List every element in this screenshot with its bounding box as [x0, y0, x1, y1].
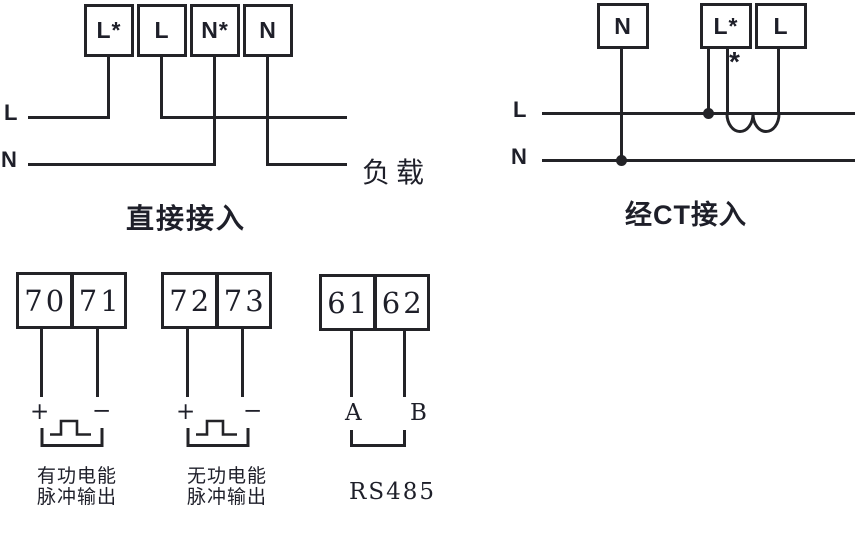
plus-label: + [30, 399, 50, 425]
wire-lstar-drop [707, 49, 710, 114]
pulse-waveform-icon [40, 419, 104, 447]
wire-n-supply [28, 163, 216, 166]
live-line-label: L [513, 97, 527, 122]
plus-label: + [176, 399, 196, 425]
ct-polarity-mark: * [729, 46, 740, 77]
terminal-box-l: L [755, 3, 807, 49]
line-a-label: A [345, 400, 362, 426]
terminal-box-n: N [243, 4, 293, 57]
wire-n-load [266, 163, 347, 166]
wire-lstar-drop [107, 57, 110, 119]
terminal-box-72: 72 [164, 275, 219, 326]
terminal-block: 72 73 [161, 272, 272, 329]
wire-n-line [542, 159, 855, 162]
wire-drop-70 [40, 329, 43, 397]
terminal-box-nstar: N* [190, 4, 240, 57]
wire-l-supply [28, 116, 110, 119]
wire-drop-73 [241, 329, 244, 397]
terminal-box-l: L [137, 4, 187, 57]
active-pulse-caption: 有功电能 脉冲输出 [16, 466, 138, 508]
caption-line-1: 有功电能 [36, 465, 117, 487]
wire-ct-s1-drop [726, 49, 729, 113]
wire-l-line [542, 112, 855, 115]
connector-bracket [350, 430, 406, 447]
wire-ct-s2-drop [777, 49, 780, 113]
minus-label: − [243, 398, 263, 424]
wire-drop-71 [96, 329, 99, 397]
wire-drop-72 [186, 329, 189, 397]
terminal-box-lstar: L* [700, 3, 752, 49]
terminal-box-70: 70 [19, 275, 74, 326]
pulse-waveform-icon [186, 419, 250, 447]
wire-l-load [160, 116, 347, 119]
line-b-label: B [410, 400, 427, 426]
caption-line-2: 脉冲输出 [36, 486, 117, 508]
terminal-block: 61 62 [319, 274, 430, 331]
direct-diagram-caption: 直接接入 [126, 203, 247, 234]
terminal-box-62: 62 [381, 285, 425, 320]
caption-line-2: 脉冲输出 [186, 486, 267, 508]
terminal-box-61: 61 [322, 277, 377, 328]
ct-diagram-caption: 经CT接入 [625, 200, 747, 230]
neutral-line-label: N [511, 144, 527, 169]
wire-drop-62 [403, 331, 406, 397]
wire-l-drop [160, 57, 163, 119]
terminal-box-lstar: L* [84, 4, 134, 57]
minus-label: − [92, 398, 112, 424]
junction-dot-l [703, 108, 714, 119]
wire-nstar-drop [213, 57, 216, 166]
terminal-box-73: 73 [223, 283, 267, 318]
wire-n-drop [620, 49, 623, 162]
terminal-block: 70 71 [16, 272, 127, 329]
wire-drop-61 [350, 331, 353, 397]
terminal-box-71: 71 [78, 283, 122, 318]
wire-n-drop [266, 57, 269, 166]
ct-winding-icon [725, 113, 781, 133]
rs485-caption: RS485 [349, 479, 436, 505]
reactive-pulse-caption: 无功电能 脉冲输出 [166, 466, 288, 508]
junction-dot-n [616, 155, 627, 166]
terminal-box-n: N [597, 3, 649, 49]
load-label: 负载 [362, 156, 431, 189]
caption-line-1: 无功电能 [186, 465, 267, 487]
live-line-label: L [4, 100, 18, 125]
neutral-line-label: N [1, 147, 17, 172]
